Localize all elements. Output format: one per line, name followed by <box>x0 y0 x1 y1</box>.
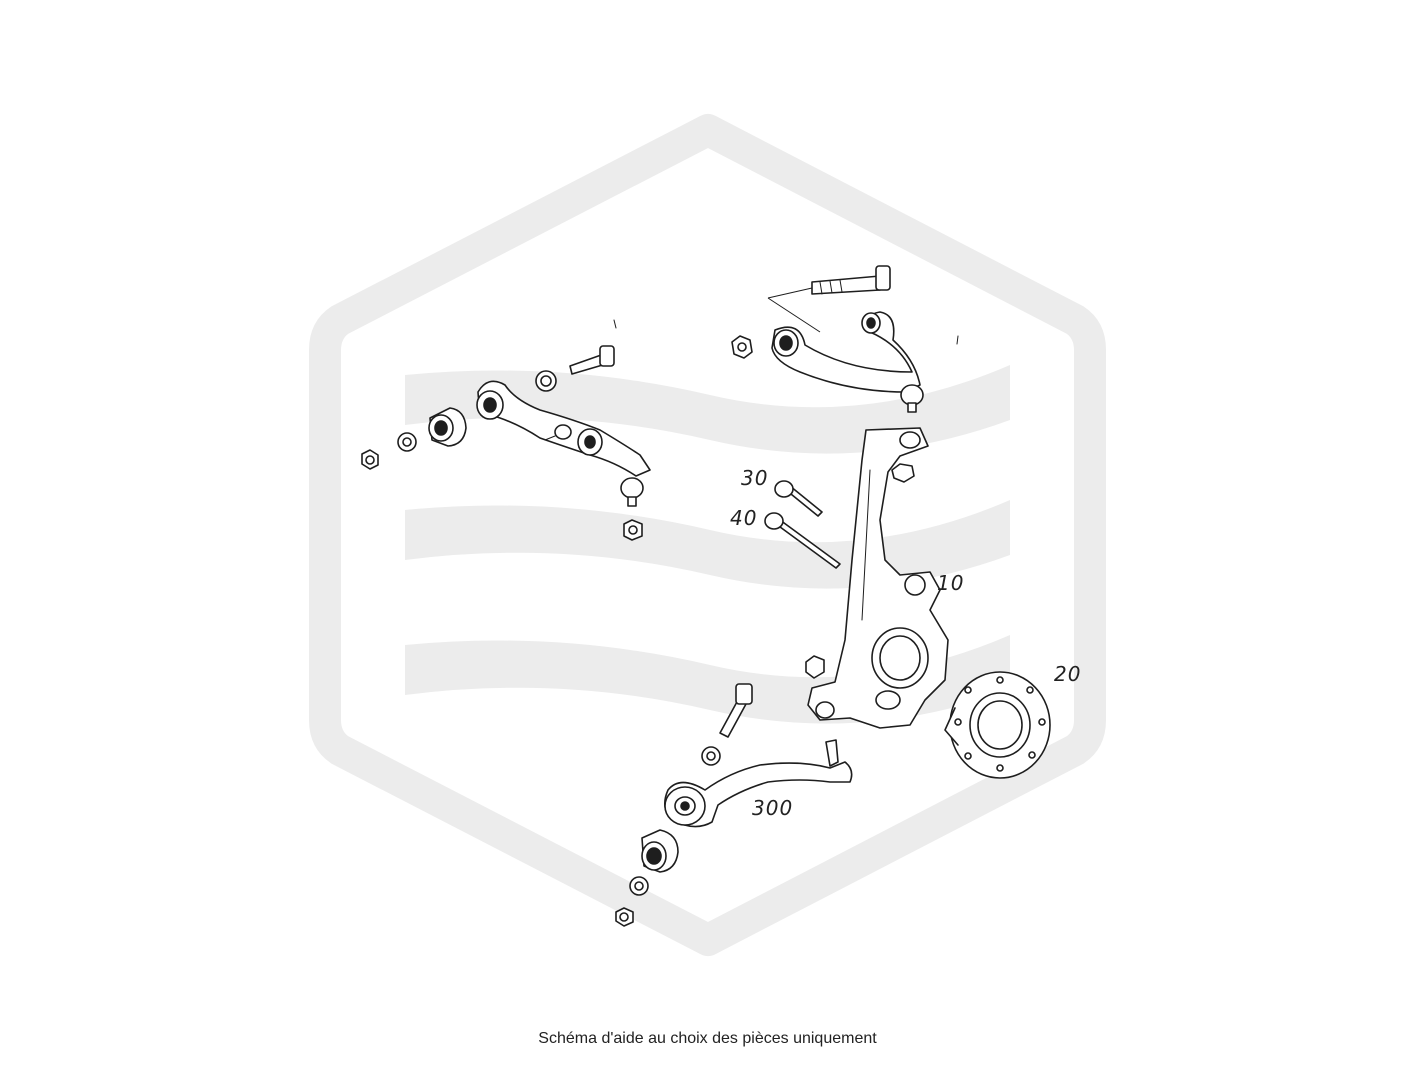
lower-control-arm <box>664 739 853 828</box>
callout-30: 30 <box>741 466 768 490</box>
bolt-40 <box>764 512 841 569</box>
lower-arm-bolt <box>719 683 753 738</box>
washer-left-1 <box>535 370 557 392</box>
callout-10: 10 <box>937 571 964 595</box>
tension-arm-bolt <box>569 319 617 375</box>
lower-arm-washer <box>701 746 721 766</box>
washer-left-2 <box>397 432 417 452</box>
diagram-caption: Schéma d'aide au choix des pièces unique… <box>538 1030 877 1047</box>
upper-control-arm <box>771 311 959 413</box>
lower-washer <box>629 876 649 896</box>
wheel-hub <box>944 671 1051 779</box>
tension-arm <box>476 380 651 507</box>
bolt-30 <box>774 480 823 517</box>
upper-arm-bolt <box>767 265 891 333</box>
lower-nut-bottom <box>615 907 634 927</box>
callout-20: 20 <box>1054 662 1081 686</box>
callout-40: 40 <box>730 506 757 530</box>
knuckle-nut <box>891 463 915 483</box>
nut-under-tension-arm <box>623 519 643 541</box>
bushing-left <box>428 407 467 447</box>
nut-left <box>361 449 379 470</box>
upper-arm-nut <box>731 335 753 359</box>
lower-nut <box>805 655 825 679</box>
callout-300: 300 <box>752 796 793 820</box>
lower-bushing <box>641 829 679 873</box>
steering-knuckle <box>807 427 949 729</box>
